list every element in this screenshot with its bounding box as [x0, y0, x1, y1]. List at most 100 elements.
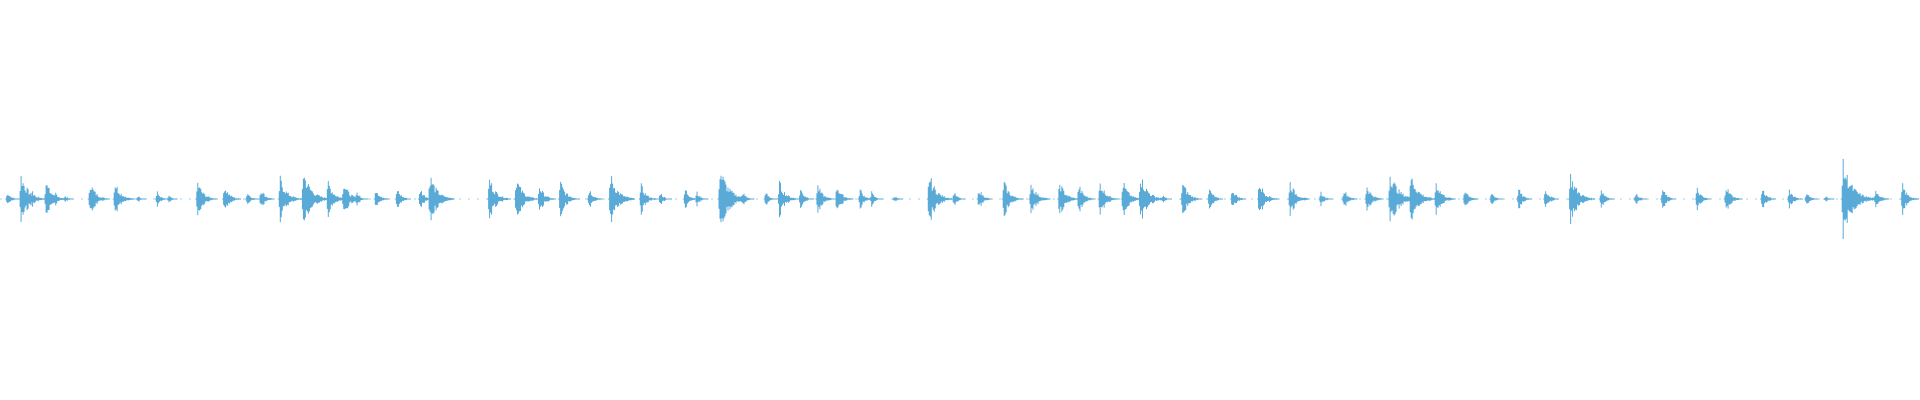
waveform-burst — [1076, 186, 1096, 212]
waveform-burst — [1408, 178, 1436, 220]
waveform-burst — [442, 197, 454, 201]
waveform-burst-shape — [1786, 189, 1803, 209]
waveform-burst-shape — [1633, 194, 1648, 204]
waveform-burst-shape — [30, 191, 45, 207]
waveform-burst — [1097, 183, 1120, 215]
waveform-burst — [658, 194, 672, 204]
waveform-burst — [869, 191, 884, 207]
waveform-burst-shape — [1462, 192, 1479, 206]
waveform-burst-shape — [638, 183, 658, 215]
waveform-burst — [1057, 184, 1080, 214]
waveform-burst — [1804, 194, 1819, 204]
waveform-burst-shape — [1364, 187, 1384, 211]
waveform-burst — [1660, 190, 1677, 208]
waveform-burst — [1516, 189, 1533, 209]
waveform-burst — [154, 191, 169, 207]
waveform-burst — [1873, 190, 1890, 208]
waveform-burst — [1823, 196, 1835, 202]
waveform-burst — [834, 189, 854, 209]
waveform-burst-shape — [1057, 184, 1080, 214]
waveform-burst-shape — [869, 191, 884, 207]
waveform-burst-shape — [1408, 178, 1436, 220]
waveform-burst-shape — [1076, 186, 1096, 212]
waveform-burst — [1433, 183, 1456, 215]
waveform-burst — [1462, 192, 1479, 206]
waveform-burst — [1786, 189, 1803, 209]
waveform-burst-shape — [1543, 191, 1560, 207]
waveform-burst-shape — [373, 193, 390, 205]
waveform-burst — [5, 194, 20, 204]
waveform-burst-shape — [1723, 189, 1743, 209]
waveform-burst-shape — [1287, 182, 1310, 216]
waveform-burst — [694, 191, 709, 207]
waveform-burst — [1318, 191, 1333, 207]
waveform-burst-shape — [62, 196, 74, 202]
waveform-burst-shape — [1823, 196, 1835, 202]
waveform-burst-shape — [1230, 192, 1247, 206]
waveform-burst — [1207, 189, 1224, 209]
waveform-burst — [1180, 185, 1203, 213]
waveform-burst — [1900, 183, 1920, 215]
waveform-burst-shape — [354, 192, 369, 206]
waveform-burst-shape — [245, 194, 260, 204]
waveform-burst — [87, 187, 110, 211]
waveform-burst-shape — [1138, 179, 1165, 219]
waveform-burst-shape — [1318, 191, 1333, 207]
waveform-burst — [135, 196, 147, 202]
waveform-burst-shape — [1161, 195, 1172, 203]
waveform-burst-shape — [1516, 189, 1533, 209]
waveform-burst — [1028, 184, 1051, 214]
waveform-burst-shape — [87, 187, 110, 211]
waveform-burst-shape — [487, 179, 512, 219]
waveform-burst — [1287, 182, 1310, 216]
waveform-burst — [926, 178, 954, 220]
waveform-burst-shape — [5, 194, 20, 204]
waveform-burst — [300, 177, 330, 221]
waveform-burst — [1001, 181, 1024, 217]
waveform-burst — [1694, 187, 1711, 211]
waveform-burst — [222, 190, 242, 208]
waveform-burst — [487, 179, 512, 219]
waveform-burst — [951, 193, 966, 205]
waveform-burst-shape — [892, 197, 904, 201]
waveform-burst — [1723, 189, 1743, 209]
waveform-burst — [537, 188, 556, 210]
waveform-burst — [1598, 190, 1615, 208]
waveform-burst-shape — [1873, 190, 1890, 208]
waveform-burst-shape — [558, 181, 581, 217]
waveform-burst — [815, 185, 835, 213]
waveform-burst-shape — [514, 183, 538, 215]
waveform-burst — [112, 186, 135, 212]
waveform-burst — [798, 190, 815, 208]
waveform-burst-shape — [154, 191, 169, 207]
waveform-burst-shape — [1433, 183, 1456, 215]
waveform-burst — [195, 182, 218, 216]
waveform-burst-shape — [135, 196, 147, 202]
waveform-burst — [1341, 192, 1358, 206]
waveform-burst-shape — [798, 190, 815, 208]
waveform-burst-shape — [222, 190, 242, 208]
waveform-burst — [777, 180, 799, 218]
waveform-burst-shape — [1760, 190, 1777, 208]
waveform-burst — [763, 193, 778, 205]
waveform-burst-shape — [608, 176, 636, 222]
waveform-burst-shape — [586, 191, 603, 207]
waveform-burst — [258, 192, 275, 206]
waveform-bursts — [5, 159, 1920, 239]
waveform-burst — [558, 181, 581, 217]
waveform-burst-shape — [815, 185, 835, 213]
waveform-burst — [1364, 187, 1384, 211]
waveform-burst-shape — [1097, 183, 1120, 215]
waveform-burst-shape — [763, 193, 778, 205]
waveform-burst-shape — [277, 175, 302, 223]
waveform-burst-shape — [951, 193, 966, 205]
waveform-burst-shape — [394, 191, 411, 207]
waveform-burst-shape — [1001, 181, 1024, 217]
waveform-burst — [1161, 195, 1172, 203]
waveform-burst — [892, 197, 904, 201]
waveform-burst-shape — [694, 191, 709, 207]
waveform-burst — [166, 195, 178, 203]
waveform-burst-shape — [834, 189, 854, 209]
waveform-burst — [1543, 191, 1560, 207]
